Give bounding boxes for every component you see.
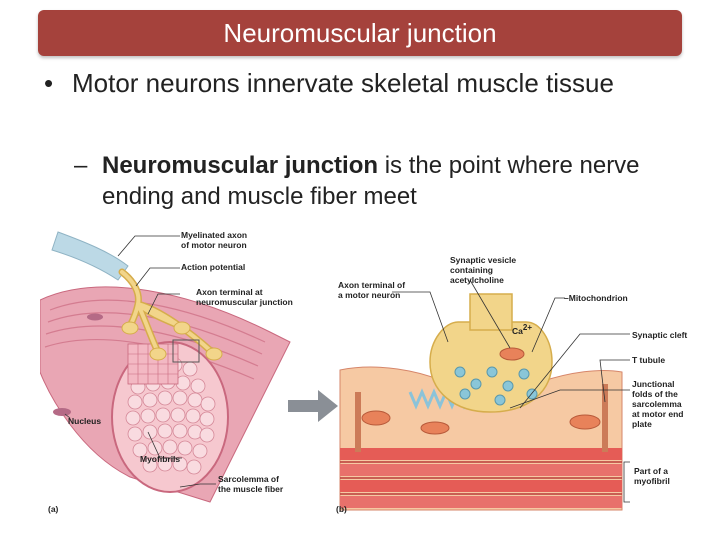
label-t-tubule: T tubule (632, 355, 665, 365)
bullet-text: Motor neurons innervate skeletal muscle … (72, 66, 684, 100)
mitochondrion-icon (500, 348, 524, 360)
label-junctional-folds-2: folds of the (632, 389, 678, 399)
label-axon-terminal-a: Axon terminal at (196, 287, 263, 297)
label-action-potential: Action potential (181, 262, 245, 272)
nucleus-icon (87, 314, 103, 321)
panel-a-label: (a) (48, 504, 59, 514)
label-junctional-folds-3: sarcolemma (632, 399, 682, 409)
neuromuscular-junction-figure: Myelinated axon of motor neuron Action p… (40, 222, 710, 522)
label-nucleus: Nucleus (68, 416, 101, 426)
label-axon-terminal-b-2: a motor neuron (338, 290, 400, 300)
label-junctional-folds-4: at motor end (632, 409, 683, 419)
label-part-myofibril: Part of a (634, 466, 668, 476)
axon-terminal-icon (122, 322, 138, 334)
label-axon-terminal-a-2: neuromuscular junction (196, 297, 293, 307)
mitochondrion-icon (570, 415, 600, 429)
myofibril-bands (340, 448, 622, 508)
myelin-sheath (52, 232, 128, 280)
axon-terminal-icon (206, 348, 222, 360)
label-junctional-folds: Junctional (632, 379, 675, 389)
sub-bullet-text: Neuromuscular junction is the point wher… (102, 150, 704, 212)
slide-title: Neuromuscular junction (38, 10, 682, 56)
label-mitochondrion: –Mitochondrion (564, 293, 628, 303)
bullet-motor-neurons: • Motor neurons innervate skeletal muscl… (44, 66, 684, 100)
label-myofibrils: Myofibrils (140, 454, 180, 464)
label-myelinated-axon-2: of motor neuron (181, 240, 247, 250)
sub-bullet-marker: – (74, 150, 87, 181)
label-synaptic-vesicle: Synaptic vesicle (450, 255, 516, 265)
label-sarcolemma: Sarcolemma of (218, 474, 279, 484)
panel-b-label: (b) (336, 504, 347, 514)
label-junctional-folds-5: plate (632, 419, 652, 429)
panel-b-illustration: Synaptic vesicle containing acetylcholin… (336, 255, 687, 514)
label-axon-terminal-b: Axon terminal of (338, 280, 405, 290)
sub-bullet-definition: – Neuromuscular junction is the point wh… (74, 150, 704, 212)
term-bold: Neuromuscular junction (102, 152, 378, 179)
zoom-arrow-icon (288, 390, 338, 422)
slide-title-bar: Neuromuscular junction (38, 10, 682, 56)
label-mitochondrion-text: Mitochondrion (569, 293, 628, 303)
label-myelinated-axon: Myelinated axon (181, 230, 247, 240)
label-synaptic-cleft: Synaptic cleft (632, 330, 687, 340)
axon-stalk (470, 294, 512, 330)
label-calcium-base: Ca (512, 326, 523, 336)
axon-terminal-icon (174, 322, 190, 334)
panel-a-illustration: Myelinated axon of motor neuron Action p… (40, 230, 338, 514)
axon-terminal-icon (150, 348, 166, 360)
label-calcium-sup: 2+ (523, 323, 532, 332)
label-part-myofibril-2: myofibril (634, 476, 670, 486)
label-synaptic-vesicle-3: acetylcholine (450, 275, 504, 285)
nucleus-icon (53, 408, 71, 416)
label-sarcolemma-2: the muscle fiber (218, 484, 284, 494)
mitochondrion-icon (421, 422, 449, 434)
mitochondrion-icon (362, 411, 390, 425)
bullet-marker: • (44, 66, 53, 100)
label-synaptic-vesicle-2: containing (450, 265, 493, 275)
